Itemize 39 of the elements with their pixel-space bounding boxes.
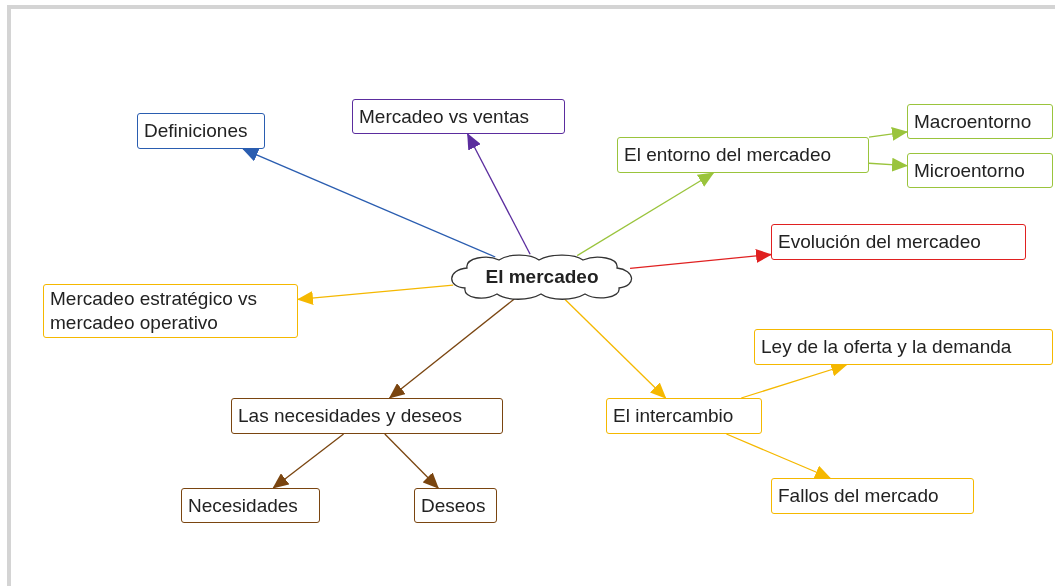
topic-box bbox=[606, 398, 762, 434]
topic-box bbox=[754, 329, 1053, 365]
arrow bbox=[297, 284, 454, 305]
arrow bbox=[272, 433, 345, 489]
arrow bbox=[576, 172, 715, 257]
topic-label: Mercadeo vs ventas bbox=[359, 104, 530, 129]
topic-box bbox=[352, 99, 565, 134]
topic-box bbox=[181, 488, 320, 523]
topic-label: Deseos bbox=[421, 493, 486, 518]
arrow bbox=[629, 249, 772, 269]
topic-label: Las necesidades y deseos bbox=[238, 404, 462, 428]
arrow bbox=[242, 148, 496, 258]
arrow bbox=[725, 433, 831, 479]
topic-label: Mercadeo estratégico vs mercadeo operativo bbox=[50, 287, 258, 335]
arrow bbox=[466, 133, 531, 255]
arrow bbox=[868, 127, 908, 141]
arrow bbox=[384, 433, 439, 489]
topic-label: Ley de la oferta y la demanda bbox=[761, 335, 1012, 359]
topic-box bbox=[137, 113, 265, 149]
topic-box bbox=[414, 488, 497, 523]
topic-box bbox=[907, 104, 1053, 139]
topic-label: El entorno del mercadeo bbox=[624, 143, 831, 167]
topic-box bbox=[771, 478, 974, 514]
topic-label: Macroentorno bbox=[914, 109, 1032, 134]
central-topic: El mercadeo bbox=[485, 264, 599, 289]
topic-label: El intercambio bbox=[613, 404, 734, 428]
topic-box bbox=[43, 284, 298, 338]
topic-label: Necesidades bbox=[188, 493, 298, 518]
arrow bbox=[868, 157, 908, 172]
topic-box bbox=[907, 153, 1053, 188]
topic-box bbox=[771, 224, 1026, 260]
topic-label: Fallos del mercado bbox=[778, 484, 939, 508]
topic-label: Definiciones bbox=[144, 119, 248, 143]
topic-box bbox=[231, 398, 503, 434]
topic-label: Evolución del mercadeo bbox=[778, 230, 981, 254]
topic-label: Microentorno bbox=[914, 158, 1025, 183]
arrow bbox=[564, 298, 667, 399]
topic-box bbox=[617, 137, 869, 173]
arrow bbox=[388, 298, 515, 399]
